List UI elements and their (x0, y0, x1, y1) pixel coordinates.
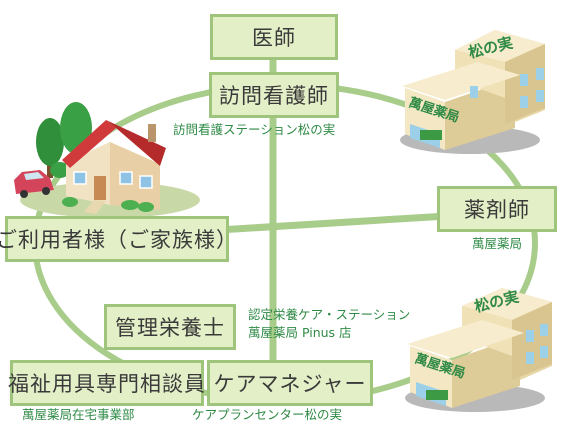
care-manager-label: ケアマネジャー (213, 372, 367, 396)
visiting-nurse-organization: 訪問看護ステーション松の実 (173, 122, 336, 137)
doctor-box: 医師 (210, 14, 338, 60)
dietitian-label: 管理栄養士 (115, 316, 225, 340)
doctor-label: 医師 (252, 26, 296, 50)
visiting-nurse-box: 訪問看護師 (209, 72, 339, 118)
pharmacist-organization: 萬屋薬局 (472, 236, 523, 251)
pharmacy-building-bottom (405, 288, 552, 412)
pharmacy-building-top (400, 30, 545, 154)
dietitian-organization-line1: 認定栄養ケア・ステーション (248, 307, 411, 322)
care-manager-box: ケアマネジャー (207, 360, 373, 406)
user-family-label: ご利用者様（ご家族様） (0, 228, 238, 252)
pharmacist-label: 薬剤師 (464, 198, 530, 222)
user-family-box: ご利用者様（ご家族様） (0, 216, 237, 262)
pharmacist-box: 薬剤師 (437, 186, 557, 232)
visiting-nurse-label: 訪問看護師 (219, 84, 329, 108)
house-illustration (14, 102, 200, 218)
dietitian-organization-line2: 萬屋薬局 Pinus 店 (248, 325, 352, 340)
care-manager-organization: ケアプランセンター松の実 (192, 407, 343, 422)
dietitian-box: 管理栄養士 (104, 304, 236, 350)
welfare-consultant-box: 福祉用具専門相談員 (8, 360, 206, 406)
welfare-organization: 萬屋薬局在宅事業部 (22, 407, 135, 422)
welfare-consultant-label: 福祉用具専門相談員 (8, 372, 206, 396)
